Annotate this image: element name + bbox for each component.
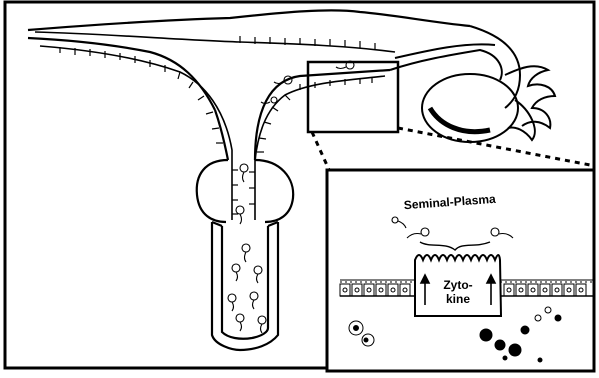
cytokine-label: kine bbox=[446, 292, 470, 306]
ovary bbox=[390, 26, 555, 142]
cytokine-label: Zyto- bbox=[443, 278, 472, 292]
callout-dotted-line bbox=[398, 128, 590, 165]
callout-dotted-line bbox=[312, 132, 330, 172]
